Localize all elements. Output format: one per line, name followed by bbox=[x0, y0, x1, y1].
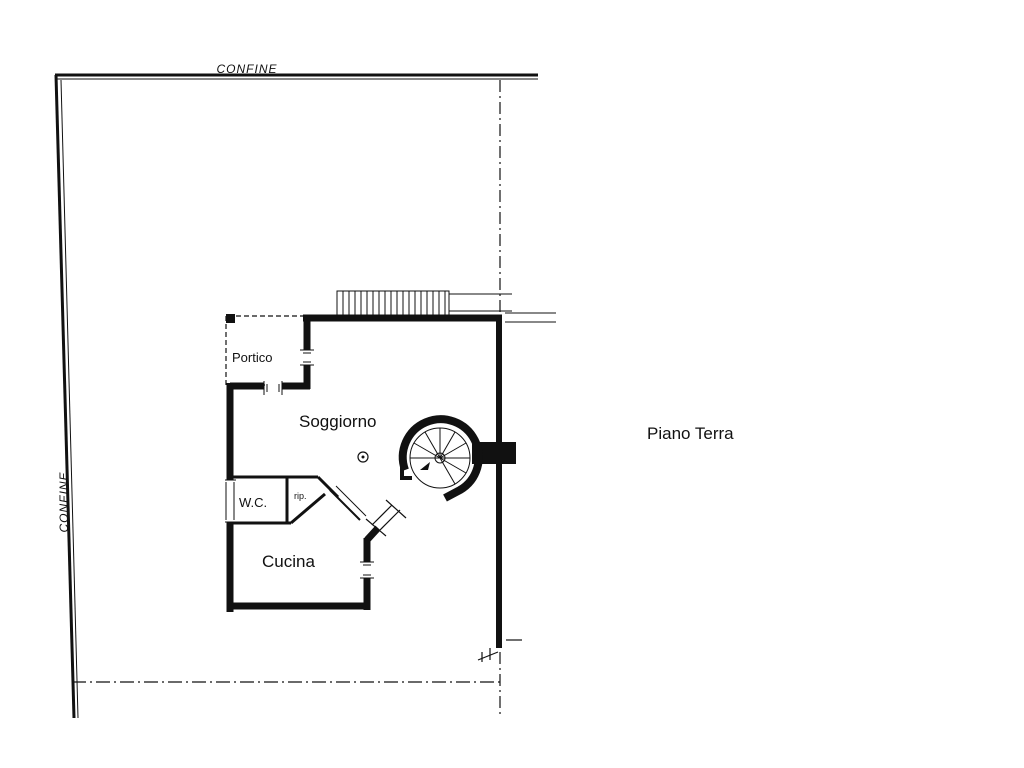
steps-outline bbox=[336, 290, 450, 318]
property-boundary bbox=[54, 73, 538, 719]
spiral-stair-arrow bbox=[420, 462, 430, 470]
spiral-stair-outer-wall bbox=[398, 415, 483, 502]
partition-kitchen-diagonal-thin-2 bbox=[335, 485, 367, 517]
ceiling-light-center bbox=[361, 455, 365, 459]
partition-rip-diagonal-lower bbox=[290, 492, 326, 525]
boundary-left-line-inner bbox=[60, 79, 79, 719]
boundary-label-left: CONFINE bbox=[57, 472, 71, 533]
boundary-left-line bbox=[54, 74, 76, 719]
room-label-cucina: Cucina bbox=[262, 552, 315, 571]
spiral-stair-inner-wall bbox=[400, 460, 412, 480]
interior-partitions bbox=[232, 475, 367, 525]
spiral-stair-treads bbox=[410, 428, 470, 485]
window-portico bbox=[300, 349, 314, 366]
windows bbox=[225, 349, 374, 579]
exterior-steps bbox=[336, 290, 556, 323]
ceiling-light-symbol bbox=[357, 451, 369, 463]
spiral-staircase bbox=[398, 415, 483, 502]
room-label-soggiorno: Soggiorno bbox=[299, 412, 377, 431]
boundary-label-top: CONFINE bbox=[217, 62, 278, 76]
window-west bbox=[225, 479, 236, 523]
house-walls bbox=[226, 314, 502, 648]
portico-column bbox=[226, 314, 235, 323]
room-label-portico: Portico bbox=[232, 350, 272, 365]
partition-kitchen-diagonal-thin bbox=[329, 489, 361, 521]
wall-east-pier bbox=[472, 442, 516, 464]
room-label-rip: rip. bbox=[294, 491, 307, 501]
wall-kitchen-diagonal bbox=[364, 525, 381, 543]
window-kitchen-east bbox=[360, 561, 374, 579]
kitchen-door bbox=[365, 499, 407, 537]
floor-plan-title: Piano Terra bbox=[647, 424, 734, 443]
steps-treads bbox=[342, 291, 446, 317]
room-label-wc: W.C. bbox=[239, 495, 267, 510]
window-portico-south bbox=[263, 381, 283, 395]
corner-marker bbox=[477, 639, 522, 662]
